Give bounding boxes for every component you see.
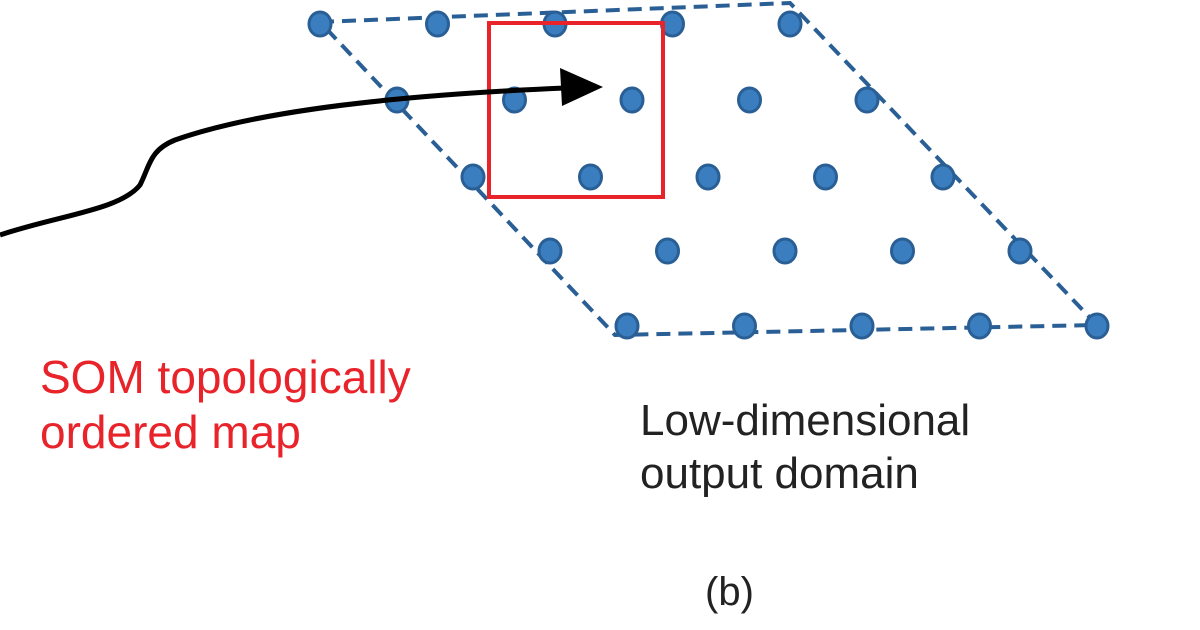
map-node bbox=[813, 163, 838, 191]
output-label-line2: output domain bbox=[640, 448, 919, 498]
mapping-arrow bbox=[0, 85, 566, 238]
map-node bbox=[890, 237, 915, 265]
som-label: SOM topologically ordered map bbox=[40, 350, 411, 460]
map-node bbox=[1084, 312, 1110, 340]
map-node bbox=[695, 163, 721, 191]
map-node bbox=[854, 86, 880, 114]
map-node bbox=[737, 86, 762, 114]
map-node bbox=[732, 312, 757, 340]
map-node bbox=[849, 312, 875, 340]
output-domain-label: Low-dimensional output domain bbox=[640, 395, 970, 501]
map-node bbox=[772, 237, 798, 265]
som-label-line2: ordered map bbox=[40, 406, 301, 459]
map-node bbox=[460, 163, 486, 191]
neighborhood-box bbox=[487, 21, 665, 199]
output-label-line1: Low-dimensional bbox=[640, 396, 971, 445]
map-node bbox=[930, 163, 956, 191]
map-node bbox=[537, 237, 563, 265]
map-node bbox=[967, 312, 992, 340]
map-node bbox=[655, 237, 680, 265]
map-node bbox=[614, 312, 640, 340]
map-node bbox=[307, 10, 333, 38]
map-node bbox=[619, 86, 645, 114]
som-label-line1: SOM topologically bbox=[40, 351, 411, 403]
arrow-head-icon bbox=[560, 68, 603, 106]
map-node bbox=[777, 10, 803, 38]
map-nodes bbox=[307, 10, 1110, 340]
map-node bbox=[1007, 237, 1033, 265]
panel-label: (b) bbox=[705, 570, 754, 614]
map-node bbox=[425, 10, 450, 38]
map-node bbox=[578, 163, 603, 191]
